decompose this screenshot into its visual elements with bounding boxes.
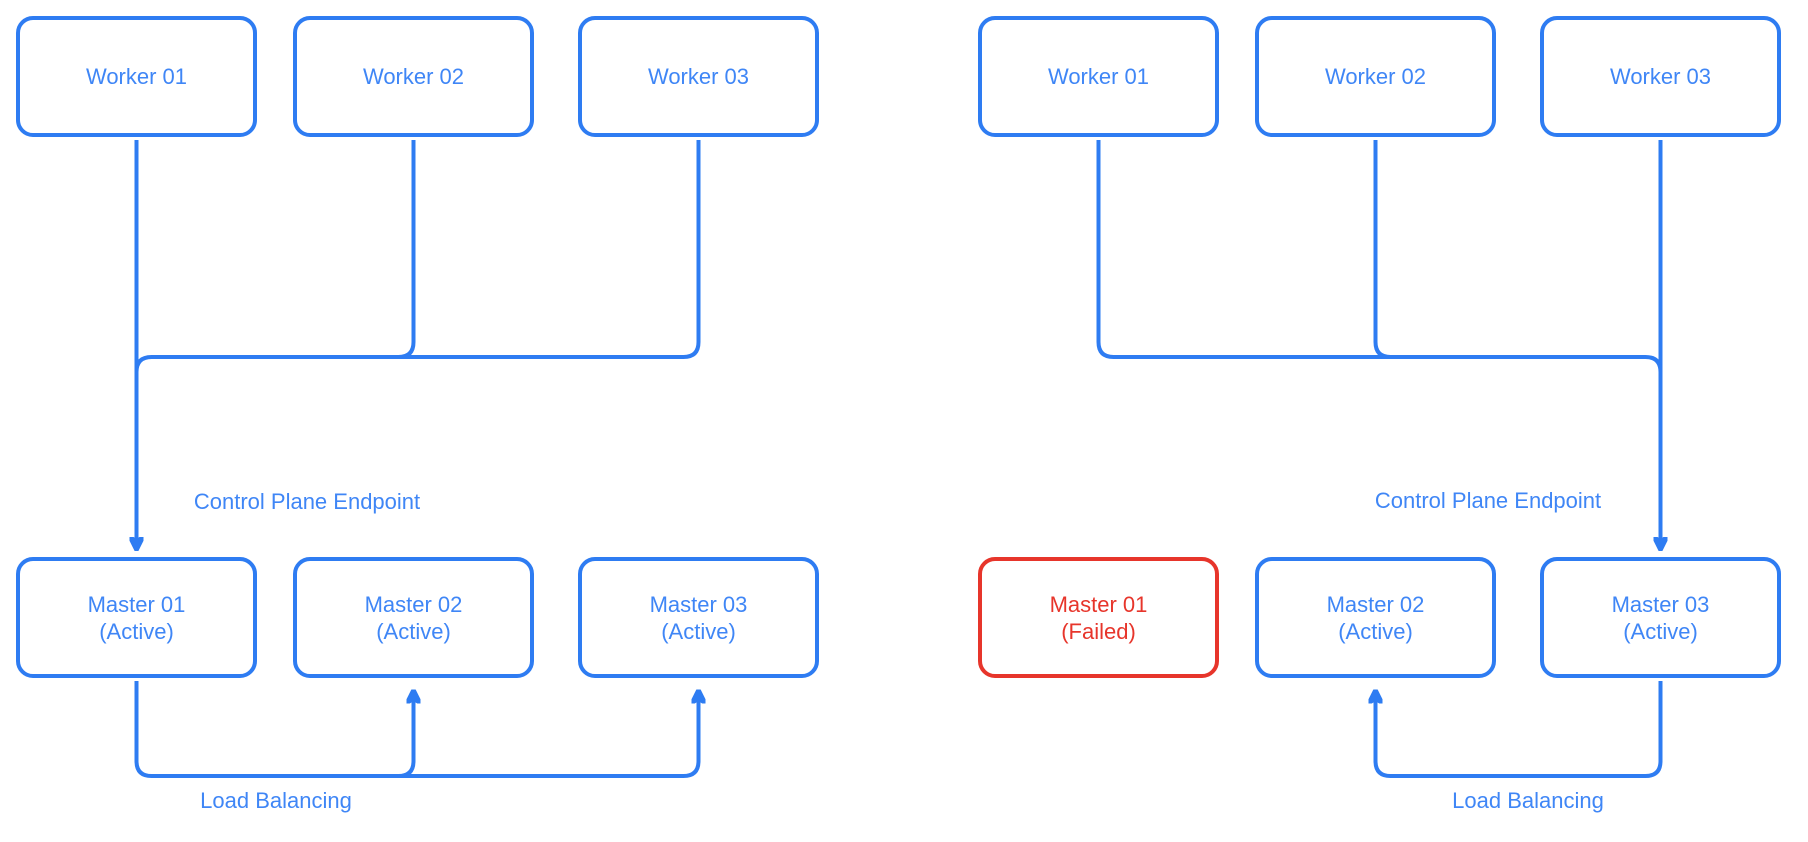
node-left-master-03: Master 03 (Active) xyxy=(578,557,819,678)
master-status: (Active) xyxy=(99,618,174,644)
node-left-worker-01: Worker 01 xyxy=(16,16,257,137)
node-right-master-02: Master 02 (Active) xyxy=(1255,557,1496,678)
edge-left-worker2-join xyxy=(398,140,416,359)
master-status: (Failed) xyxy=(1061,618,1136,644)
label-left-load-balancing: Load Balancing xyxy=(200,788,352,813)
node-right-worker-03: Worker 03 xyxy=(1540,16,1781,137)
node-label: Worker 01 xyxy=(1047,64,1150,89)
node-label: Worker 03 xyxy=(647,64,750,89)
node-left-worker-03: Worker 03 xyxy=(578,16,819,137)
node-right-master-01-failed: Master 01 (Failed) xyxy=(978,557,1219,678)
master-name: Master 02 xyxy=(364,591,463,617)
edge-right-worker1-merge xyxy=(1096,140,1663,373)
node-right-worker-01: Worker 01 xyxy=(978,16,1219,137)
edge-left-loadbalance-master2 xyxy=(398,691,414,778)
node-left-worker-02: Worker 02 xyxy=(293,16,534,137)
label-right-control-plane-endpoint: Control Plane Endpoint xyxy=(1374,488,1602,513)
master-status: (Active) xyxy=(1623,618,1698,644)
master-name: Master 01 xyxy=(1049,591,1148,617)
node-label: Worker 01 xyxy=(85,64,188,89)
node-label: Worker 02 xyxy=(1324,64,1427,89)
edge-right-loadbalance-master2 xyxy=(1376,681,1663,778)
node-right-master-03: Master 03 (Active) xyxy=(1540,557,1781,678)
master-name: Master 02 xyxy=(1326,591,1425,617)
node-label: Worker 03 xyxy=(1609,64,1712,89)
master-name: Master 03 xyxy=(649,591,748,617)
edge-right-worker2-join xyxy=(1373,140,1391,359)
master-status: (Active) xyxy=(376,618,451,644)
node-label: Worker 02 xyxy=(362,64,465,89)
edge-left-worker3-merge xyxy=(134,140,701,373)
label-left-control-plane-endpoint: Control Plane Endpoint xyxy=(193,489,421,514)
master-name: Master 01 xyxy=(87,591,186,617)
node-left-master-01: Master 01 (Active) xyxy=(16,557,257,678)
node-left-master-02: Master 02 (Active) xyxy=(293,557,534,678)
master-name: Master 03 xyxy=(1611,591,1710,617)
label-right-load-balancing: Load Balancing xyxy=(1452,788,1604,813)
master-status: (Active) xyxy=(1338,618,1413,644)
master-status: (Active) xyxy=(661,618,736,644)
node-right-worker-02: Worker 02 xyxy=(1255,16,1496,137)
edge-left-loadbalance-master3 xyxy=(134,681,699,778)
